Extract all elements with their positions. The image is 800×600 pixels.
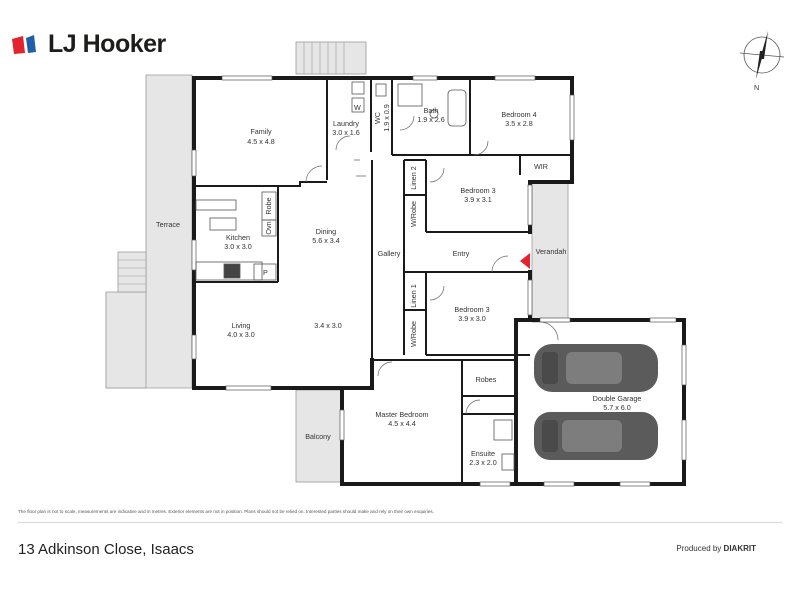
washer-icon [351, 97, 365, 113]
laundry-size: 3.0 x 1.6 [332, 128, 360, 137]
north-stairs [295, 41, 367, 75]
property-address: 13 Adkinson Close, Isaacs [18, 541, 194, 558]
living-extension-size: 3.4 x 3.0 [314, 321, 342, 330]
disclaimer-text: The floor plan is not to scale, measurem… [18, 509, 434, 514]
wc-label: WC [373, 112, 382, 124]
ensuite-size: 2.3 x 2.0 [469, 458, 497, 467]
kitchen-fittings [195, 191, 277, 281]
room-labels: Family 4.5 x 4.8 Laundry 3.0 x 1.6 W WC … [156, 103, 641, 467]
dining-size: 5.6 x 3.4 [312, 236, 340, 245]
bedroom4-label: Bedroom 4 [501, 110, 536, 119]
bathroom-fittings [351, 81, 515, 471]
producer-prefix: Produced by [676, 544, 722, 553]
bedroom3a-size: 3.9 x 3.1 [464, 195, 492, 204]
living-label: Living [232, 321, 251, 330]
stair-treads [118, 42, 345, 285]
wrobe-b-label: W/Robe [409, 321, 418, 347]
master-size: 4.5 x 4.4 [388, 419, 416, 428]
laundry-tub-icon [351, 81, 365, 95]
family-size: 4.5 x 4.8 [247, 137, 275, 146]
living-size: 4.0 x 3.0 [227, 330, 255, 339]
interior-walls [194, 78, 572, 484]
wc-toilet-icon [375, 83, 387, 97]
bath-label: Bath [424, 106, 439, 115]
terrace-lower [105, 291, 147, 389]
producer-name: DIAKRIT [723, 544, 756, 553]
garage-label: Double Garage [593, 394, 642, 403]
dining-label: Dining [316, 227, 336, 236]
brand-logo: LJ Hooker [12, 30, 166, 59]
linen2-label: Linen 2 [409, 166, 418, 190]
gallery-label: Gallery [378, 249, 401, 258]
windows [191, 75, 687, 487]
bedroom3b-label: Bedroom 3 [454, 305, 489, 314]
robes-label: Robes [476, 375, 497, 384]
cooktop-icon [223, 263, 241, 279]
lj-hooker-mark-icon [12, 34, 36, 54]
pantry-label: P [263, 268, 268, 277]
entry-label: Entry [453, 249, 470, 258]
producer-credit: Produced by DIAKRIT [676, 544, 756, 553]
laundry-label: Laundry [333, 119, 359, 128]
door-swings [305, 115, 559, 415]
garage-cars [534, 344, 658, 460]
garage-size: 5.7 x 6.0 [603, 403, 631, 412]
verandah-label: Verandah [536, 247, 567, 256]
bedroom4-size: 3.5 x 2.8 [505, 119, 533, 128]
bath-size: 1.9 x 2.6 [417, 115, 445, 124]
wc-size: 1.9 x 0.9 [382, 104, 391, 132]
oven-label: Ovn [264, 221, 273, 234]
terrace-stairs [117, 251, 147, 293]
washer-label: W [354, 103, 361, 112]
bedroom3b-size: 3.9 x 3.0 [458, 314, 486, 323]
ensuite-vanity-icon [501, 453, 515, 471]
footer-divider [18, 522, 782, 523]
balcony-area [295, 389, 342, 483]
bathtub-icon [447, 89, 467, 127]
basin-icon [429, 109, 439, 119]
car-bottom-icon [534, 412, 658, 460]
terrace-label: Terrace [156, 220, 180, 229]
ensuite-shower-icon [493, 419, 513, 441]
shower-icon [397, 83, 423, 107]
compass-icon [739, 31, 785, 79]
family-label: Family [250, 127, 272, 136]
bedroom3a-label: Bedroom 3 [460, 186, 495, 195]
wir-label: WIR [534, 162, 548, 171]
ensuite-label: Ensuite [471, 449, 495, 458]
kitchen-size: 3.0 x 3.0 [224, 242, 252, 251]
robe-label: Robe [264, 197, 273, 214]
outdoor-areas [105, 41, 569, 483]
entry-marker-icon [520, 253, 530, 269]
car-top-icon [534, 344, 658, 392]
wrobe-a-label: W/Robe [409, 201, 418, 227]
compass-label: N [754, 83, 759, 92]
balcony-label: Balcony [305, 432, 331, 441]
brand-name: LJ Hooker [48, 30, 166, 58]
kitchen-label: Kitchen [226, 233, 250, 242]
linen1-label: Linen 1 [409, 284, 418, 308]
master-label: Master Bedroom [375, 410, 428, 419]
